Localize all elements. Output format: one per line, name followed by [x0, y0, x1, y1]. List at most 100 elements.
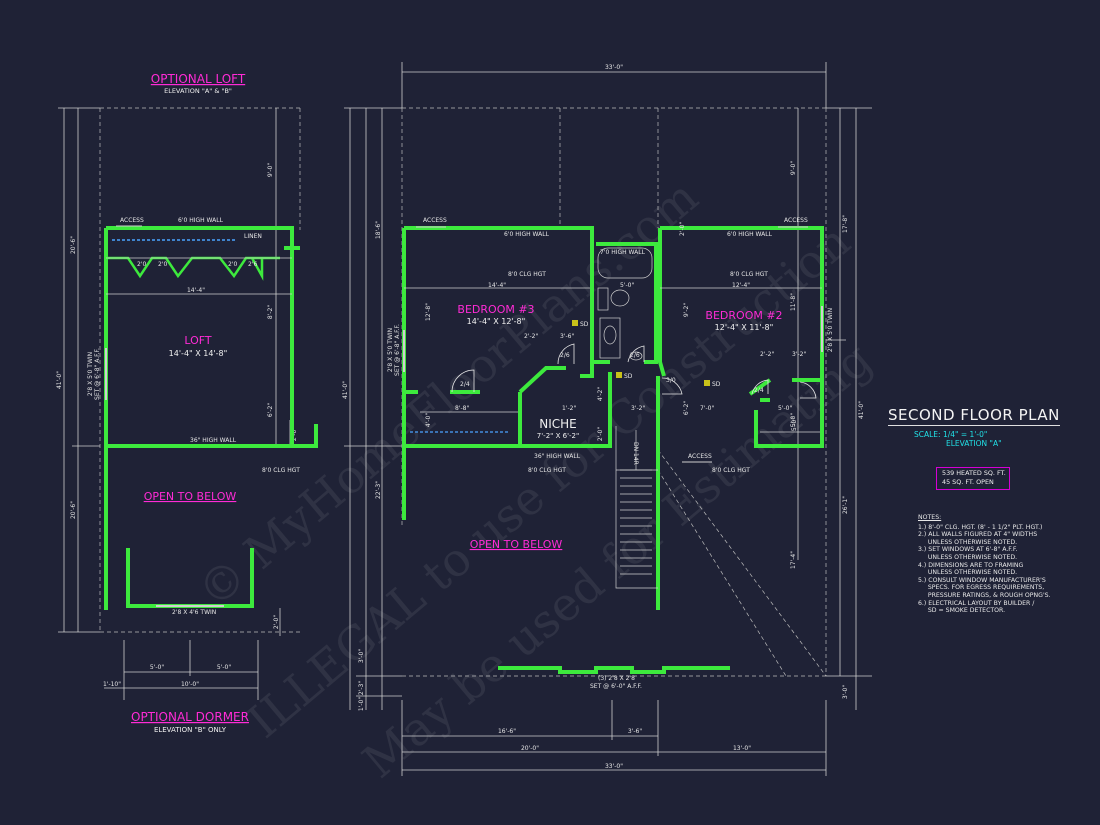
svg-text:2/4: 2/4	[754, 387, 764, 394]
note-line: 3.) SET WINDOWS AT 6'-8" A.F.F.	[918, 546, 1018, 554]
sheet-scale: SCALE: 1/4" = 1'-0"	[914, 430, 988, 439]
svg-text:1'-2": 1'-2"	[562, 405, 576, 412]
main-open-below: OPEN TO BELOW	[470, 538, 563, 551]
note-line: 1.) 8'-0" CLG. HGT. (8' - 1 1/2" PLT. HG…	[918, 523, 1043, 531]
svg-text:4'-0": 4'-0"	[425, 413, 432, 427]
svg-text:ACCESS: ACCESS	[688, 453, 712, 460]
svg-text:13'-0": 13'-0"	[733, 745, 751, 752]
note-line: 5.) CONSULT WINDOW MANUFACTURER'S	[918, 576, 1046, 584]
svg-text:3'-6": 3'-6"	[560, 333, 574, 340]
svg-text:2/6: 2/6	[630, 352, 640, 359]
svg-text:2'0: 2'0	[228, 261, 237, 268]
svg-text:2'6: 2'6	[248, 261, 257, 268]
svg-text:2'-0": 2'-0"	[597, 427, 604, 441]
dim-top-overall: 33'-0"	[605, 64, 623, 71]
svg-text:7'-0": 7'-0"	[700, 405, 714, 412]
loft-dim-bottom: 20'-6"	[70, 501, 77, 519]
svg-text:20'-0": 20'-0"	[521, 745, 539, 752]
svg-text:5'-0": 5'-0"	[778, 405, 792, 412]
window-wall-bottom	[498, 666, 730, 674]
svg-text:26'-1": 26'-1"	[842, 496, 849, 514]
optional-loft: OPTIONAL LOFT ELEVATION "A" & "B" 41'-0"…	[56, 72, 318, 734]
note-line: SD = SMOKE DETECTOR.	[918, 607, 1006, 615]
sheet-title: SECOND FLOOR PLAN	[888, 406, 1060, 426]
note-line: 6.) ELECTRICAL LAYOUT BY BUILDER /	[918, 599, 1035, 607]
svg-text:5'-0": 5'-0"	[791, 417, 798, 431]
svg-text:12'-4": 12'-4"	[732, 282, 750, 289]
sink	[603, 325, 617, 345]
svg-text:8'0 CLG HGT: 8'0 CLG HGT	[262, 467, 300, 474]
bedroom2-name: BEDROOM #2	[705, 309, 782, 322]
sheet-elevation: ELEVATION "A"	[946, 439, 1002, 448]
svg-text:10'-0": 10'-0"	[181, 681, 199, 688]
svg-text:22'-3": 22'-3"	[375, 481, 382, 499]
svg-text:SD: SD	[712, 381, 721, 388]
svg-text:2'-2": 2'-2"	[760, 351, 774, 358]
niche-size: 7'-2" X 6'-2"	[537, 432, 579, 440]
svg-text:9'-2": 9'-2"	[683, 303, 690, 317]
svg-text:5'-0": 5'-0"	[620, 282, 634, 289]
svg-text:3'-2": 3'-2"	[631, 405, 645, 412]
svg-text:2'8 X 4'6 TWIN: 2'8 X 4'6 TWIN	[172, 609, 216, 616]
svg-text:2/4: 2/4	[460, 381, 470, 388]
svg-text:2'0: 2'0	[158, 261, 167, 268]
loft-dim-right-4: 2'-0"	[291, 427, 298, 441]
notes-heading: NOTES:	[918, 514, 942, 521]
open-area: 45 SQ. FT. OPEN	[942, 478, 994, 486]
svg-text:1'-0": 1'-0"	[358, 697, 365, 711]
bathtub	[597, 247, 653, 279]
loft-access-label: ACCESS	[120, 217, 144, 224]
dim-right-total: 41'-0"	[858, 401, 865, 419]
loft-walls	[104, 226, 318, 610]
loft-high-wall-label: 6'0 HIGH WALL	[178, 217, 224, 224]
heated-area: 539 HEATED SQ. FT.	[942, 469, 1006, 477]
svg-text:18'-6": 18'-6"	[375, 221, 382, 239]
svg-text:2/6: 2/6	[560, 352, 570, 359]
svg-text:3'-0": 3'-0"	[842, 685, 849, 699]
svg-text:8'0 CLG HGT: 8'0 CLG HGT	[508, 271, 546, 278]
optional-loft-subtitle: ELEVATION "A" & "B"	[164, 87, 232, 95]
svg-text:3'-6": 3'-6"	[628, 728, 642, 735]
svg-text:11'-8": 11'-8"	[790, 293, 797, 311]
toilet	[610, 289, 630, 307]
loft-dim-right-1: 9'-0"	[267, 163, 274, 177]
svg-text:2'-2": 2'-2"	[524, 333, 538, 340]
sheet-title-block: SECOND FLOOR PLAN SCALE: 1/4" = 1'-0" EL…	[888, 405, 1068, 448]
loft-linen-label: LINEN	[244, 233, 262, 240]
svg-text:6'-2": 6'-2"	[683, 401, 690, 415]
loft-room-name: LOFT	[184, 334, 212, 347]
niche-name: NICHE	[539, 417, 577, 431]
svg-text:2'-3": 2'-3"	[358, 681, 365, 695]
main-walls	[402, 226, 824, 610]
loft-room-size: 14'-4" X 14'-8"	[169, 349, 228, 358]
loft-dim-top: 20'-6"	[70, 236, 77, 254]
svg-text:SET @ 6'-8" A.F.F.: SET @ 6'-8" A.F.F.	[94, 348, 101, 400]
optional-dormer-title: OPTIONAL DORMER	[131, 710, 249, 724]
svg-text:8'-8": 8'-8"	[455, 405, 469, 412]
svg-text:9'-0": 9'-0"	[790, 161, 797, 175]
note-line: UNLESS OTHERWISE NOTED.	[918, 553, 1018, 561]
svg-text:3'-0": 3'-0"	[358, 649, 365, 663]
svg-text:2'8 X 5'0 TWIN: 2'8 X 5'0 TWIN	[387, 328, 394, 372]
svg-text:1'-10": 1'-10"	[103, 681, 121, 688]
svg-text:7'0 HIGH WALL: 7'0 HIGH WALL	[600, 249, 646, 256]
note-line: SPECS. FOR EGRESS REQUIREMENTS,	[918, 584, 1045, 592]
loft-width-dim: 14'-4"	[187, 287, 205, 294]
svg-text:3'-2": 3'-2"	[792, 351, 806, 358]
note-line: 4.) DIMENSIONS ARE TO FRAMING	[918, 561, 1024, 569]
svg-text:14'-4": 14'-4"	[488, 282, 506, 289]
bedroom3-size: 14'-4" X 12'-8"	[467, 317, 526, 326]
note-line: UNLESS OTHERWISE NOTED.	[918, 538, 1018, 546]
optional-dormer-subtitle: ELEVATION "B" ONLY	[154, 726, 227, 734]
svg-text:SD: SD	[624, 373, 633, 380]
staircase: DN 14R	[615, 426, 658, 589]
svg-text:3/0: 3/0	[666, 377, 676, 384]
loft-open-below: OPEN TO BELOW	[144, 490, 237, 503]
svg-text:2'8 X 5'0 TWIN: 2'8 X 5'0 TWIN	[827, 308, 834, 352]
svg-text:2'0: 2'0	[137, 261, 146, 268]
svg-text:36" HIGH WALL: 36" HIGH WALL	[534, 453, 581, 460]
svg-text:2'8 X 5'0 TWIN: 2'8 X 5'0 TWIN	[87, 352, 94, 396]
loft-rail-label: 36" HIGH WALL	[190, 437, 237, 444]
svg-text:DN 14R: DN 14R	[632, 442, 639, 465]
